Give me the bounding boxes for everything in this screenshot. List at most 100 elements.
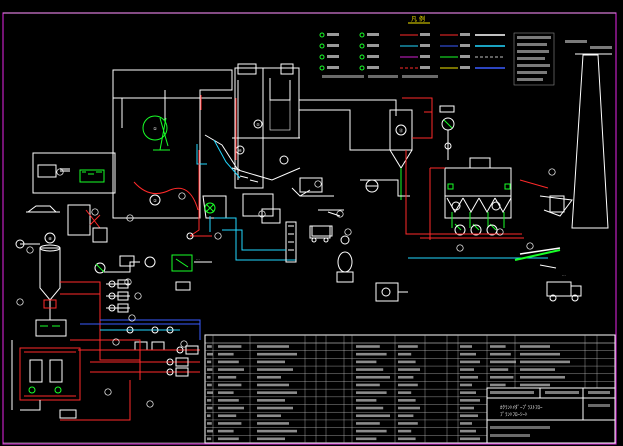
table-cell-text [460, 368, 474, 371]
svg-text:②: ② [153, 198, 157, 203]
table-cell-text [218, 429, 234, 433]
table-cell-text [257, 437, 285, 441]
tag-bubble [126, 214, 134, 222]
table-cell-text [460, 360, 480, 364]
table-cell-text [257, 345, 289, 348]
table-cell-text [218, 406, 244, 410]
table-cell-text [356, 375, 390, 379]
equipment-tag-bubbles [16, 168, 556, 408]
table-cell-text [356, 422, 380, 425]
table-cell-text [218, 368, 244, 371]
table-cell-text [398, 375, 414, 379]
drawing-title-line2: ﾌﾟﾗﾝﾄﾌﾛｰｼｰﾄ [500, 411, 528, 418]
table-cell-text [356, 406, 384, 410]
lime-silo-system: ⑧ ... [15, 232, 212, 337]
table-cell-text [460, 406, 474, 410]
table-cell-text [218, 414, 237, 418]
svg-text:④: ④ [238, 148, 242, 153]
tag-bubble [104, 388, 112, 396]
table-cell-text [490, 368, 509, 371]
table-cell-text [520, 383, 550, 387]
svg-text:⑧: ⑧ [48, 236, 52, 241]
table-cell-text [398, 391, 412, 394]
tag-bubble [180, 340, 188, 348]
table-cell-text [356, 429, 387, 433]
table-cell-text [257, 399, 285, 402]
table-cell-text [356, 352, 387, 356]
table-cell-text [460, 429, 476, 433]
tag-bubble [214, 232, 222, 240]
table-cell-text [460, 399, 480, 402]
table-cell-text [520, 375, 565, 379]
table-cell-text [356, 414, 390, 418]
table-cell-text [520, 345, 550, 348]
table-cell-text [398, 399, 416, 402]
table-cell-text [207, 437, 212, 441]
table-cell-text [257, 391, 297, 394]
parts-list-rows [205, 345, 615, 441]
table-cell-text [398, 406, 420, 410]
tag-bubble [128, 314, 136, 322]
table-cell-text [218, 437, 239, 441]
reagent-lines [200, 95, 524, 239]
table-cell-text [356, 368, 384, 371]
legend-heading: 凡 例 [411, 15, 425, 23]
waste-receiving-pit: ① ② [112, 69, 233, 219]
flue-gas-train: ⑬ [299, 97, 455, 200]
table-cell-text [398, 360, 416, 364]
table-cell-text [207, 414, 211, 418]
table-cell-text [207, 375, 211, 379]
table-cell-text [398, 437, 416, 441]
svg-text:⑤: ⑤ [256, 122, 260, 127]
table-cell-text [207, 368, 213, 371]
table-cell-text [257, 368, 293, 371]
svg-text:...: ... [196, 256, 200, 261]
tag-bubble [26, 246, 34, 254]
table-cell-text [257, 360, 285, 364]
table-cell-text [257, 383, 289, 387]
tag-bubble [344, 228, 352, 236]
table-cell-text [207, 399, 212, 402]
table-cell-text [207, 429, 213, 433]
title-block: ｶｸﾗﾝﾄﾒﾀﾞｰﾌﾟﾗｽﾄﾌﾛｰ ﾌﾟﾗﾝﾄﾌﾛｰｼｰﾄ [486, 387, 616, 444]
tag-bubble [124, 278, 132, 286]
table-cell-text [356, 360, 377, 364]
table-cell-text [218, 383, 242, 387]
table-cell-text [356, 345, 380, 348]
table-cell-text [356, 391, 387, 394]
table-cell-text [490, 360, 516, 364]
legend: 凡 例 [319, 15, 612, 86]
chemical-dosing [311, 225, 408, 302]
tag-bubble [56, 168, 64, 176]
table-cell-text [207, 345, 212, 348]
tag-bubble [258, 210, 266, 218]
table-cell-text [460, 345, 472, 348]
table-cell-text [460, 391, 476, 394]
table-cell-text [398, 368, 420, 371]
stack [519, 54, 609, 229]
table-cell-text [520, 352, 560, 356]
tag-bubble [336, 210, 344, 218]
fly-ash-conveyor: ... [408, 247, 582, 302]
svg-text:⑬: ⑬ [399, 127, 403, 133]
drawing-title-line1: ｶｸﾗﾝﾄﾒﾀﾞｰﾌﾟﾗｽﾄﾌﾛｰ [500, 404, 543, 411]
table-cell-text [490, 352, 511, 356]
tag-bubble [178, 192, 186, 200]
table-cell-text [257, 375, 281, 379]
table-cell-text [218, 375, 237, 379]
tag-bubble [496, 228, 504, 236]
table-cell-text [398, 414, 414, 418]
tag-bubble [91, 208, 99, 216]
table-cell-text [356, 399, 377, 402]
table-cell-text [398, 429, 412, 433]
table-cell-text [207, 422, 212, 425]
table-cell-text [398, 383, 418, 387]
table-cell-text [257, 429, 297, 433]
tag-bubble [548, 168, 556, 176]
table-cell-text [218, 352, 234, 356]
table-cell-text [490, 345, 506, 348]
table-cell-text [207, 406, 213, 410]
parts-list-table [204, 334, 616, 444]
